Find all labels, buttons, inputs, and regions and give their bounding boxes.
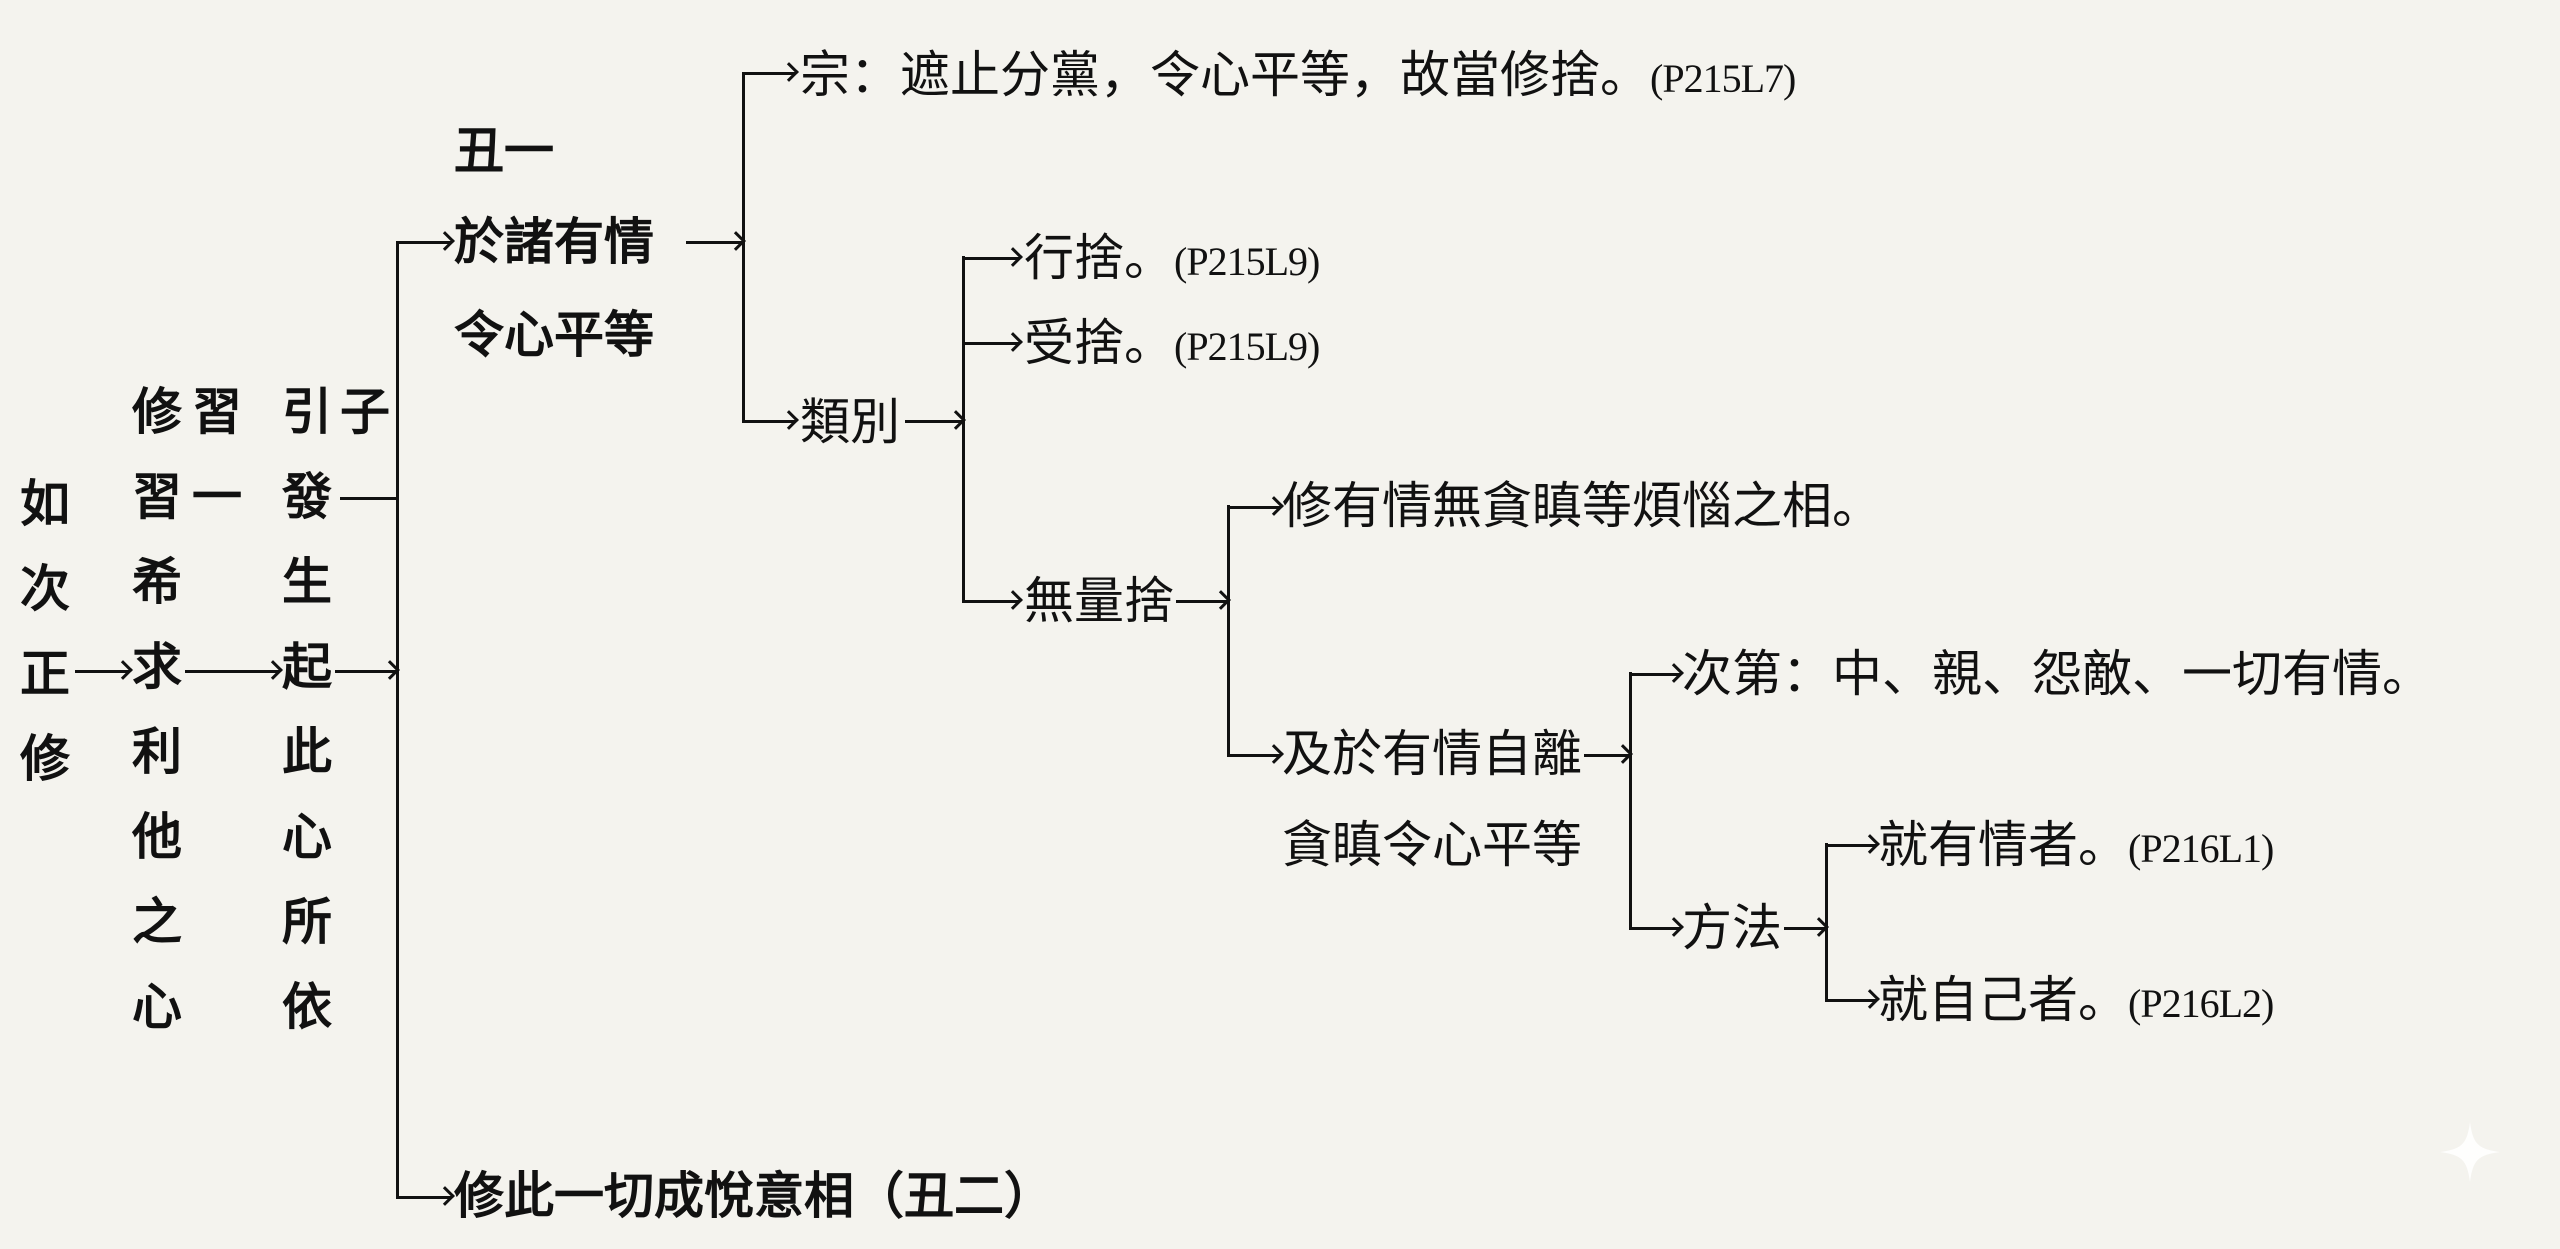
arrow [335,670,397,673]
item-text: 受捨。 [1024,314,1174,372]
sparkle-icon [2440,1122,2500,1182]
bracket-line [742,72,745,423]
immeasurable-item-2-line1: 及於有情自離 [1282,725,1582,783]
thesis-node: 宗：遮止分黨，令心平等，故當修捨。(P215L7) [800,45,1796,109]
arrow [1784,927,1826,930]
connector-line [340,497,398,500]
arrow [742,72,796,75]
node-basis-side: 子 [340,383,390,441]
arrow [686,241,743,244]
item-text: 就有情者。 [1878,816,2128,874]
node-aspiration-side: 習一 [192,383,242,526]
immeasurable-item-1: 修有情無貪瞋等煩惱之相。 [1282,477,1882,535]
bracket-line [396,241,399,1199]
arrow [962,257,1020,260]
arrow [1584,754,1630,757]
arrow [1629,673,1681,676]
arrow [962,600,1020,603]
bracket-line [962,256,965,602]
arrow [1825,999,1877,1002]
branch-a-title-2: 令心平等 [454,306,654,364]
arrow [185,670,280,673]
arrow [962,342,1020,345]
branch-a-tag: 丑一 [454,122,554,180]
arrow [905,420,963,423]
arrow [742,420,796,423]
item-ref: (P215L9) [1174,239,1320,284]
item-text: 行捨。 [1024,229,1174,287]
immeasurable-node: 無量捨 [1024,572,1174,630]
root-node: 如次正修 [20,475,70,788]
item-ref: (P216L1) [2128,826,2274,871]
item-ref: (P216L2) [2128,981,2274,1026]
arrow [1227,754,1281,757]
method-item: 就有情者。(P216L1) [1878,815,2274,879]
thesis-text: 宗：遮止分黨，令心平等，故當修捨。 [800,46,1650,104]
arrow [396,1196,452,1199]
order-node: 次第：中、親、怨敵、一切有情。 [1682,645,2432,703]
method-node: 方法 [1682,899,1782,957]
branch-b-title: 修此一切成悅意相（丑二） [454,1167,1054,1225]
thesis-ref: (P215L7) [1650,56,1796,101]
method-item: 就自己者。(P216L2) [1878,970,2274,1034]
bracket-line [1629,672,1632,930]
category-node: 類別 [800,393,900,451]
immeasurable-item-2-line2: 貪瞋令心平等 [1282,816,1582,874]
item-ref: (P215L9) [1174,324,1320,369]
bracket-line [1227,505,1230,756]
bracket-line [1825,843,1828,1001]
category-item: 行捨。(P215L9) [1024,228,1320,292]
arrow [1825,844,1877,847]
arrow [75,670,130,673]
node-aspiration: 修習希求利他之心 [132,383,182,1036]
arrow [396,241,452,244]
category-item: 受捨。(P215L9) [1024,313,1320,377]
arrow [1227,506,1281,509]
arrow [1176,600,1228,603]
node-basis: 引發生起此心所依 [282,383,332,1036]
item-text: 就自己者。 [1878,971,2128,1029]
arrow [1629,927,1681,930]
branch-a-title-1: 於諸有情 [454,213,654,271]
